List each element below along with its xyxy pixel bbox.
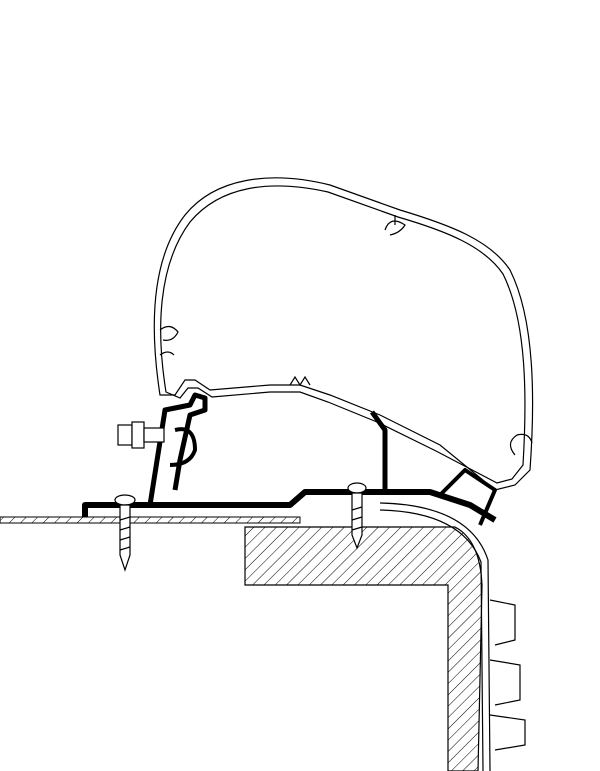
corner-profile — [379, 502, 526, 771]
roof-panel — [0, 516, 301, 524]
vehicle-wall-section — [244, 526, 483, 771]
screw-left — [114, 494, 136, 572]
adapter-rail — [82, 392, 497, 526]
bolt — [117, 421, 165, 449]
awning-case — [153, 177, 534, 491]
screw-right — [347, 482, 367, 550]
